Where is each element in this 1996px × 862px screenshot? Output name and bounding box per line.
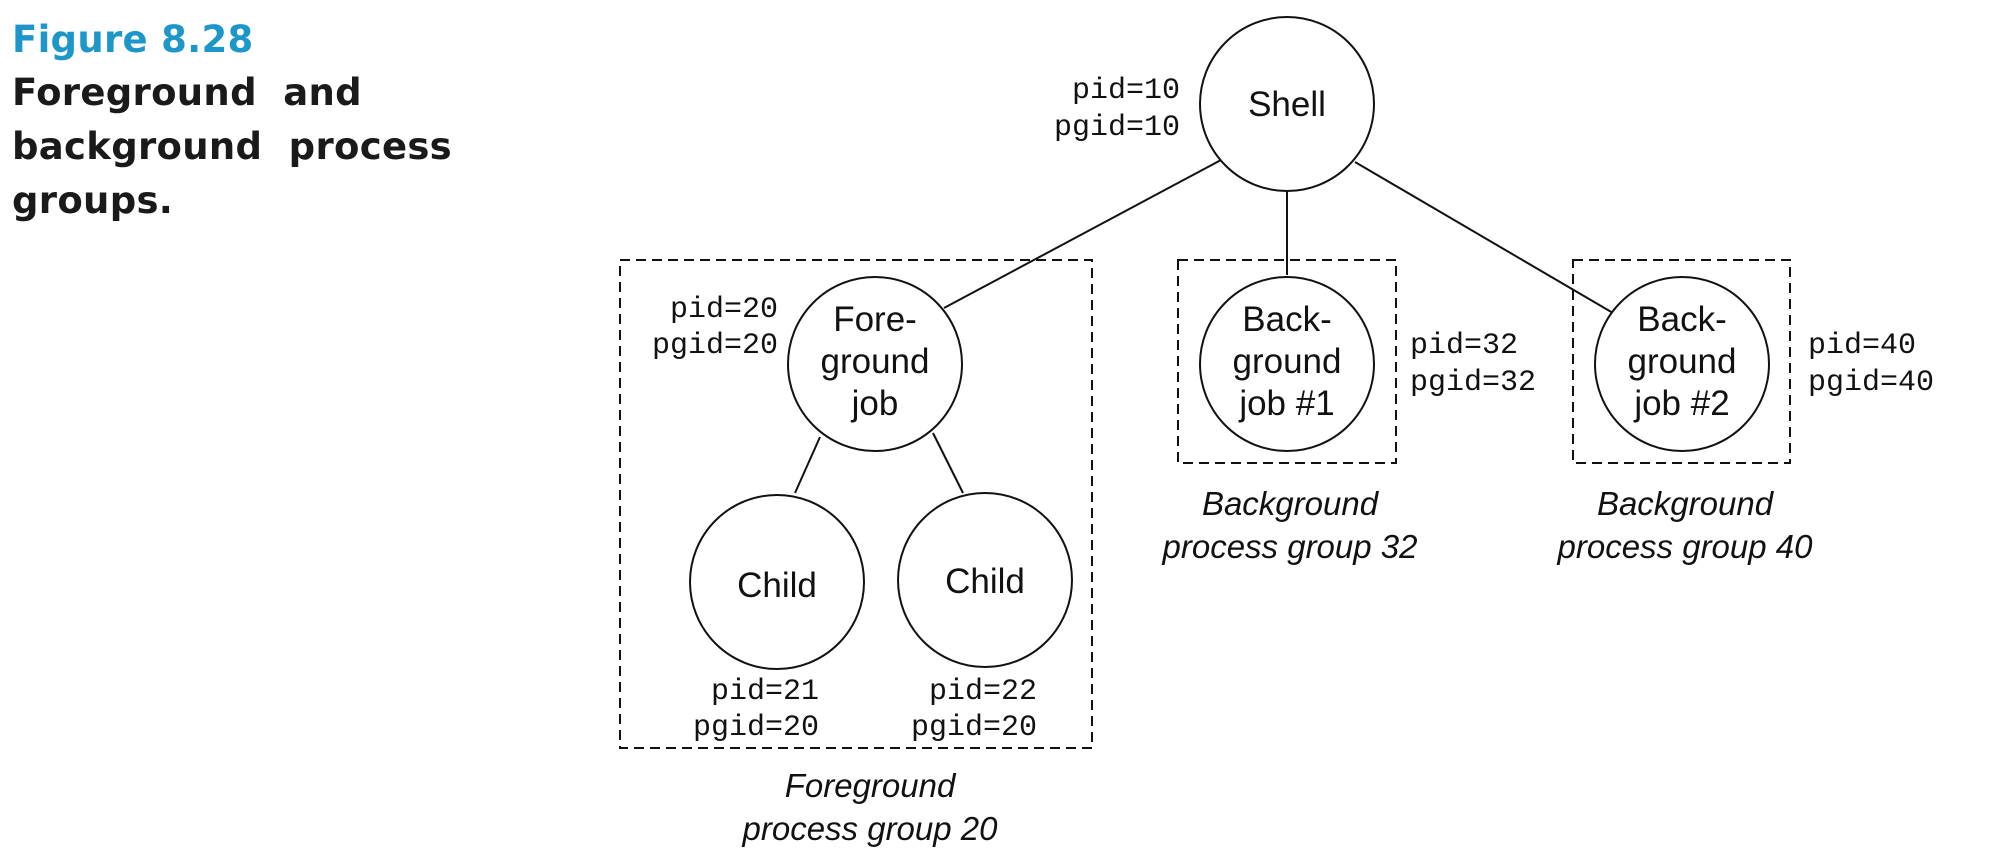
- background-job-2-label-line-1: Back-: [1637, 300, 1726, 339]
- figure-title-line-3: groups.: [12, 179, 174, 222]
- child-2-pgid: pgid=20: [911, 711, 1037, 745]
- shell-node-label: Shell: [1248, 85, 1326, 124]
- background-job-2-pgid: pgid=40: [1808, 366, 1934, 400]
- edge-shell-background-job-2: [1354, 161, 1614, 314]
- child-1-pgid: pgid=20: [693, 711, 819, 745]
- background-job-1-label-line-2: ground: [1233, 342, 1342, 381]
- foreground-job-label-line-3: job: [851, 384, 899, 423]
- edge-foreground-job-child-2: [932, 432, 964, 494]
- background-group-40-box: [1572, 259, 1791, 464]
- figure-title-line-1: Foreground and: [12, 71, 362, 114]
- child-1-node: [689, 494, 865, 670]
- child-2-node: [897, 492, 1073, 668]
- background-group-32-box: [1177, 259, 1397, 464]
- background-job-2-label-line-2: ground: [1628, 342, 1737, 381]
- foreground-job-pid: pid=20: [670, 293, 778, 327]
- child-2-pid: pid=22: [929, 675, 1037, 709]
- background-job-2-label-line-3: job #2: [1633, 384, 1729, 423]
- foreground-job-pgid: pgid=20: [652, 329, 778, 363]
- background-job-2-pid: pid=40: [1808, 329, 1916, 363]
- child-1-pid: pid=21: [711, 675, 819, 709]
- background-job-1-pgid: pgid=32: [1410, 366, 1536, 400]
- child-1-label: Child: [737, 566, 817, 605]
- background-job-2-node: [1594, 276, 1770, 452]
- shell-pid: pid=10: [1072, 74, 1180, 108]
- foreground-job-label-line-1: Fore-: [833, 300, 917, 339]
- background-group-32-label-line-1: Background: [1202, 485, 1380, 522]
- shell-node: [1199, 16, 1375, 192]
- foreground-group-label-line-1: Foreground: [785, 767, 957, 804]
- figure-number: Figure 8.28: [12, 18, 254, 61]
- figure-caption: Figure 8.28 Foreground and background pr…: [12, 14, 452, 228]
- background-group-40-label-line-2: process group 40: [1557, 528, 1814, 565]
- background-job-1-label-line-1: Back-: [1242, 300, 1331, 339]
- background-group-40-label-line-1: Background: [1597, 485, 1775, 522]
- background-group-32-label-line-2: process group 32: [1162, 528, 1418, 565]
- edge-shell-foreground-job: [943, 159, 1222, 309]
- background-job-1-label-line-3: job #1: [1238, 384, 1334, 423]
- foreground-job-node: [787, 276, 963, 452]
- figure-title-line-2: background process: [12, 125, 452, 168]
- background-job-1-node: [1199, 276, 1375, 452]
- shell-pgid: pgid=10: [1054, 111, 1180, 145]
- edge-foreground-job-child-1: [794, 436, 821, 494]
- foreground-job-label-line-2: ground: [821, 342, 930, 381]
- child-2-label: Child: [945, 562, 1025, 601]
- foreground-group-label-line-2: process group 20: [742, 810, 999, 847]
- background-job-1-pid: pid=32: [1410, 329, 1518, 363]
